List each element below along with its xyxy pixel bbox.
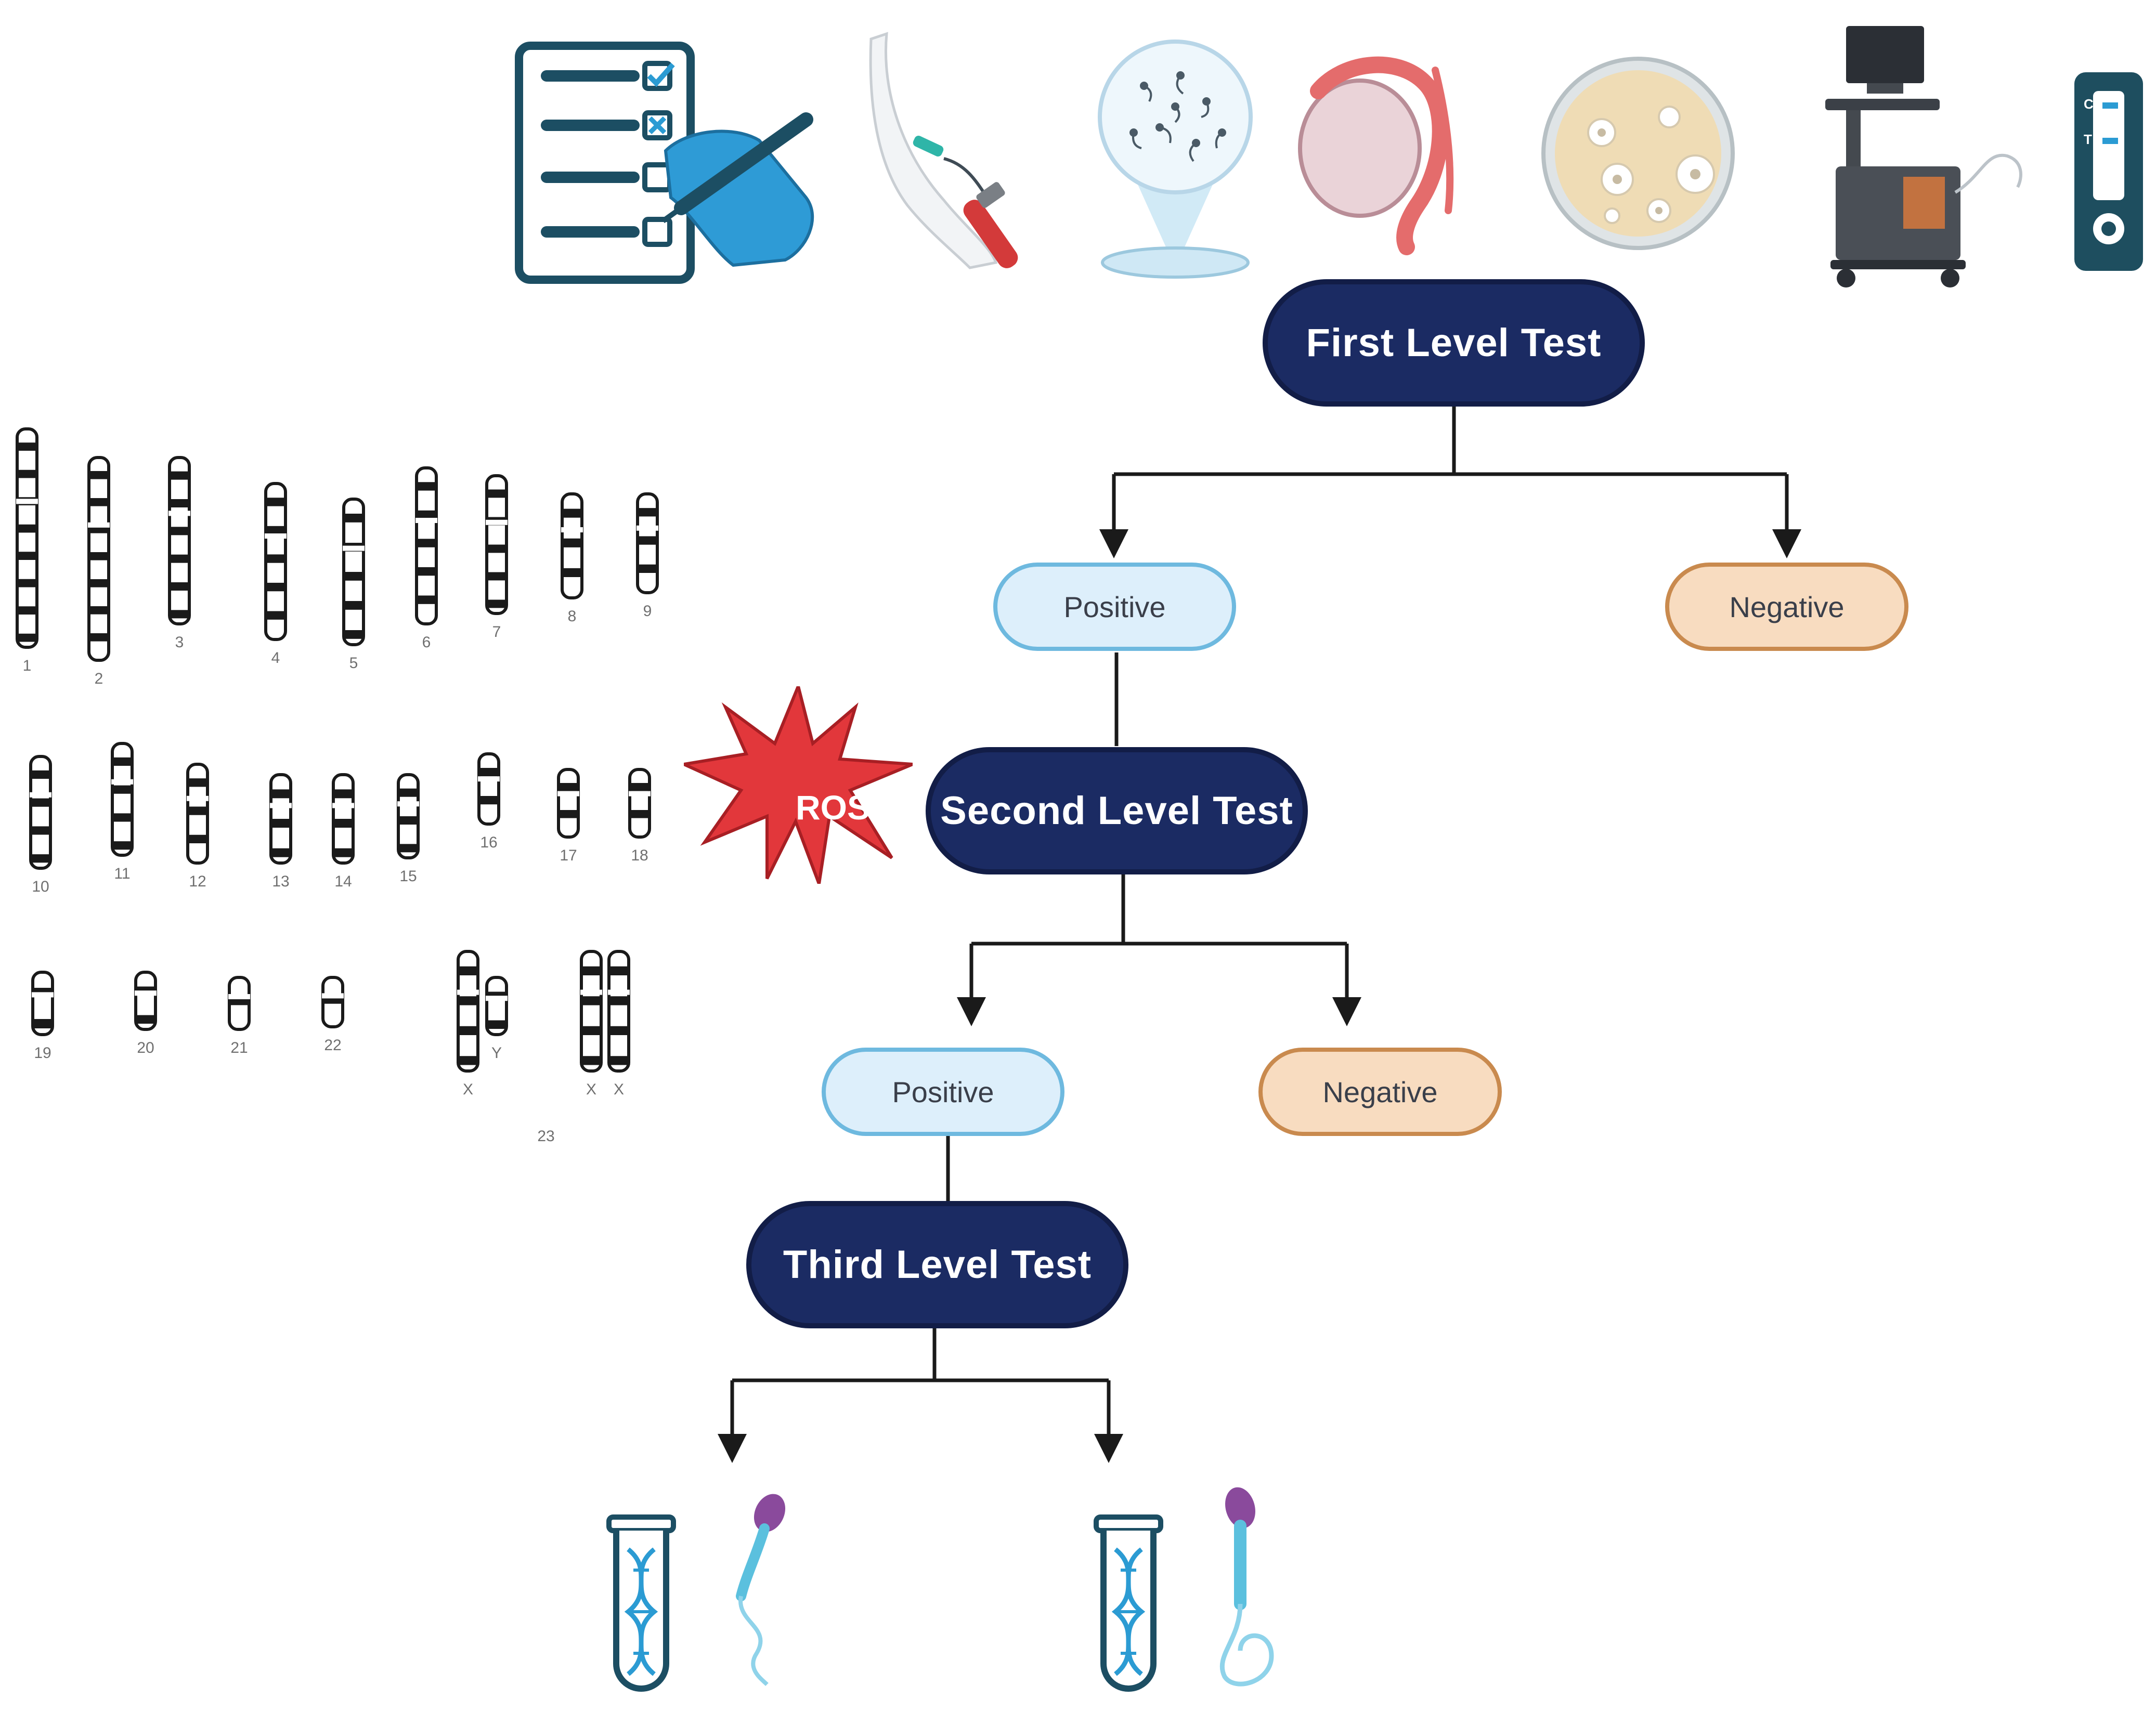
chromosome-label: 16 (480, 834, 497, 851)
chromosome (186, 763, 209, 865)
chromosome-label: 20 (137, 1039, 154, 1056)
chromosome-label: 17 (560, 847, 577, 864)
chromosome-label: 14 (334, 873, 352, 890)
chromosome (477, 752, 500, 826)
questionnaire-icon (515, 42, 814, 284)
first-level-test-node: First Level Test (1263, 279, 1645, 407)
rapid-test-cassette-icon: C T S (2072, 70, 2145, 273)
chromosome (228, 976, 251, 1031)
connectors-second-level (946, 873, 1361, 1201)
negative-node-1: Negative (1665, 563, 1908, 651)
chromosome-label: 19 (34, 1044, 51, 1062)
positive-node-1: Positive (993, 563, 1236, 651)
ros-label: ROS (796, 788, 871, 827)
chromosome (31, 971, 54, 1036)
chromosome-label: X (614, 1081, 624, 1098)
testis-icon (1298, 56, 1454, 255)
second-level-test-node: Second Level Test (926, 747, 1308, 874)
chromosome (111, 742, 134, 857)
chromosome (457, 950, 479, 1073)
chromosome-label: X (463, 1081, 473, 1098)
chromosome-label: 15 (399, 868, 417, 885)
chromosome-label: 18 (631, 847, 648, 864)
chromosome-label: 10 (32, 878, 49, 895)
chromosome-pair-23-label: 23 (537, 1128, 554, 1145)
dna-tube-icon (1094, 1514, 1163, 1692)
chromosome (168, 456, 191, 625)
chromosome (342, 498, 365, 646)
dna-tube-icon (606, 1514, 676, 1692)
chromosome-label: 22 (324, 1037, 341, 1054)
chromosome (557, 768, 580, 839)
chromosome (269, 773, 292, 865)
chromosome-label: 5 (349, 655, 358, 672)
chromosome (485, 474, 508, 615)
chromosome-label: 7 (492, 623, 501, 641)
chromosome (561, 492, 583, 599)
chromosome (16, 427, 38, 649)
chromosome-label: 9 (643, 603, 652, 620)
chromosome (636, 492, 659, 594)
chromosome-label: 8 (568, 608, 577, 625)
negative-node-2: Negative (1258, 1048, 1502, 1136)
chromosome (415, 466, 438, 625)
chromosome-label: 6 (422, 634, 431, 651)
ros-burst-icon (684, 686, 913, 884)
chromosome (485, 976, 508, 1036)
chromosome (321, 976, 344, 1028)
sperm-icon (736, 1494, 786, 1686)
chromosome-label: 4 (271, 649, 280, 667)
ultrasound-machine-icon (1825, 26, 2022, 288)
chromosome (397, 773, 420, 859)
rapid-test-mark-c: C (2084, 96, 2094, 112)
chromosome-label: Y (491, 1044, 502, 1062)
chromosome-label: 2 (95, 670, 103, 687)
chromosome-label: X (586, 1081, 596, 1098)
chromosome (628, 768, 651, 839)
chromosome-label: 21 (230, 1039, 248, 1056)
rapid-test-mark-t: T (2084, 132, 2092, 147)
sperm-microscopy-icon (1098, 40, 1253, 279)
chromosome (264, 482, 287, 641)
chromosome (607, 950, 630, 1073)
chromosome (29, 755, 52, 870)
chromosome-label: 12 (189, 873, 206, 890)
connectors-third-level (718, 1327, 1123, 1463)
rapid-test-mark-s: S (2102, 184, 2112, 199)
culture-dish-icon (1541, 57, 1735, 250)
chromosome (87, 456, 110, 662)
chromosome (580, 950, 603, 1073)
sperm-icon (1219, 1487, 1274, 1687)
chromosome-label: 3 (175, 634, 184, 651)
chromosome (332, 773, 355, 865)
positive-node-2: Positive (822, 1048, 1064, 1136)
connectors-first-level (1099, 406, 1801, 746)
chromosome-label: 1 (23, 657, 32, 674)
chromosome-label: 13 (272, 873, 289, 890)
blood-draw-icon (869, 32, 1018, 269)
chromosome-label: 11 (114, 865, 130, 882)
third-level-test-node: Third Level Test (746, 1201, 1128, 1328)
chromosome (134, 971, 157, 1031)
